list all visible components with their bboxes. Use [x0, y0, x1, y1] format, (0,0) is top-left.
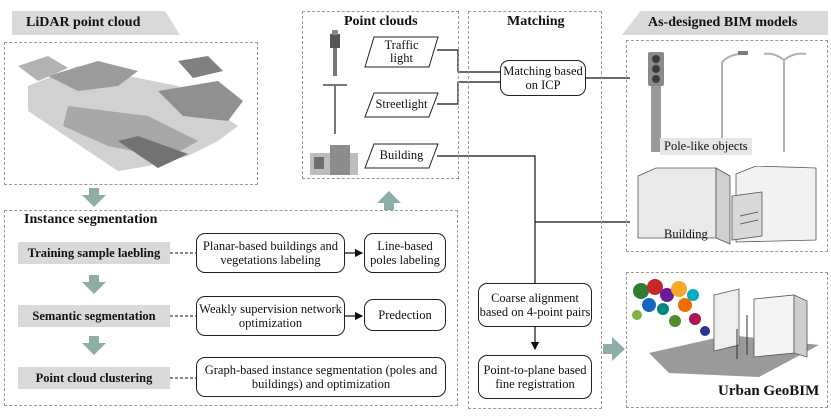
geobim-panel — [626, 272, 828, 408]
lidar-panel — [4, 42, 258, 185]
bim-building-label: Building — [664, 227, 708, 241]
planar-labeling-text: Planar-based buildings and vegetations l… — [202, 238, 339, 267]
building-node: Building — [364, 143, 439, 169]
traffic-light-points — [330, 30, 340, 76]
pole-like-objects-image — [648, 51, 807, 152]
icp-matching-box: Matching based on ICP — [500, 60, 586, 96]
lidar-title-tab: LiDAR point cloud — [12, 11, 180, 35]
matching-title: Matching — [507, 14, 565, 29]
step-clustering-label: Point cloud clustering — [35, 370, 153, 385]
bim-title: As-designed BIM models — [648, 15, 798, 30]
step-training-label: Training sample laebling — [27, 245, 161, 260]
streetlight-points — [323, 84, 347, 134]
urban-geobim-label: Urban GeoBIM — [718, 383, 820, 399]
bim-building-image — [637, 166, 817, 245]
pole-like-objects-label: Pole-like objects — [660, 138, 752, 155]
planar-labeling-box: Planar-based buildings and vegetations l… — [196, 233, 345, 273]
urban-geobim-image — [632, 279, 819, 377]
instance-segmentation-panel — [4, 210, 458, 406]
graph-instance-text: Graph-based instance segmentation (poles… — [204, 362, 438, 391]
bim-title-tab: As-designed BIM models — [622, 11, 828, 35]
predection-text: Predection — [378, 307, 432, 322]
step-semantic-segmentation: Semantic segmentation — [18, 305, 170, 327]
graph-instance-box: Graph-based instance segmentation (poles… — [196, 357, 446, 397]
point-clouds-title: Point clouds — [344, 14, 418, 29]
weakly-supervision-text: Weakly supervision network optimization — [199, 301, 342, 330]
building-label: Building — [379, 148, 424, 163]
step-training-sample-labeling: Training sample laebling — [18, 242, 170, 264]
bim-panel — [626, 40, 828, 252]
traffic-light-node: Traffic light — [364, 36, 439, 68]
fine-registration-box: Point-to-plane based fine registration — [478, 355, 592, 399]
instance-segmentation-title: Instance segmentation — [22, 212, 160, 228]
fine-registration-text: Point-to-plane based fine registration — [483, 362, 587, 391]
lidar-title: LiDAR point cloud — [26, 15, 141, 30]
step-semantic-label: Semantic segmentation — [32, 308, 156, 323]
lidar-point-cloud-image — [18, 56, 243, 171]
weakly-supervision-box: Weakly supervision network optimization — [196, 296, 345, 336]
icp-matching-text: Matching based on ICP — [503, 63, 583, 92]
step-point-cloud-clustering: Point cloud clustering — [18, 367, 170, 389]
building-points — [310, 145, 358, 175]
line-labeling-box: Line-based poles labeling — [364, 233, 446, 273]
streetlight-label: Streetlight — [375, 97, 428, 112]
line-labeling-text: Line-based poles labeling — [370, 238, 440, 267]
traffic-light-label: Traffic light — [384, 37, 419, 65]
coarse-alignment-box: Coarse alignment based on 4-point pairs — [478, 283, 592, 327]
predection-box: Predection — [364, 299, 446, 331]
coarse-alignment-text: Coarse alignment based on 4-point pairs — [479, 290, 591, 319]
point-clouds-panel — [302, 11, 459, 179]
streetlight-node: Streetlight — [364, 92, 439, 118]
matching-panel — [468, 11, 602, 409]
